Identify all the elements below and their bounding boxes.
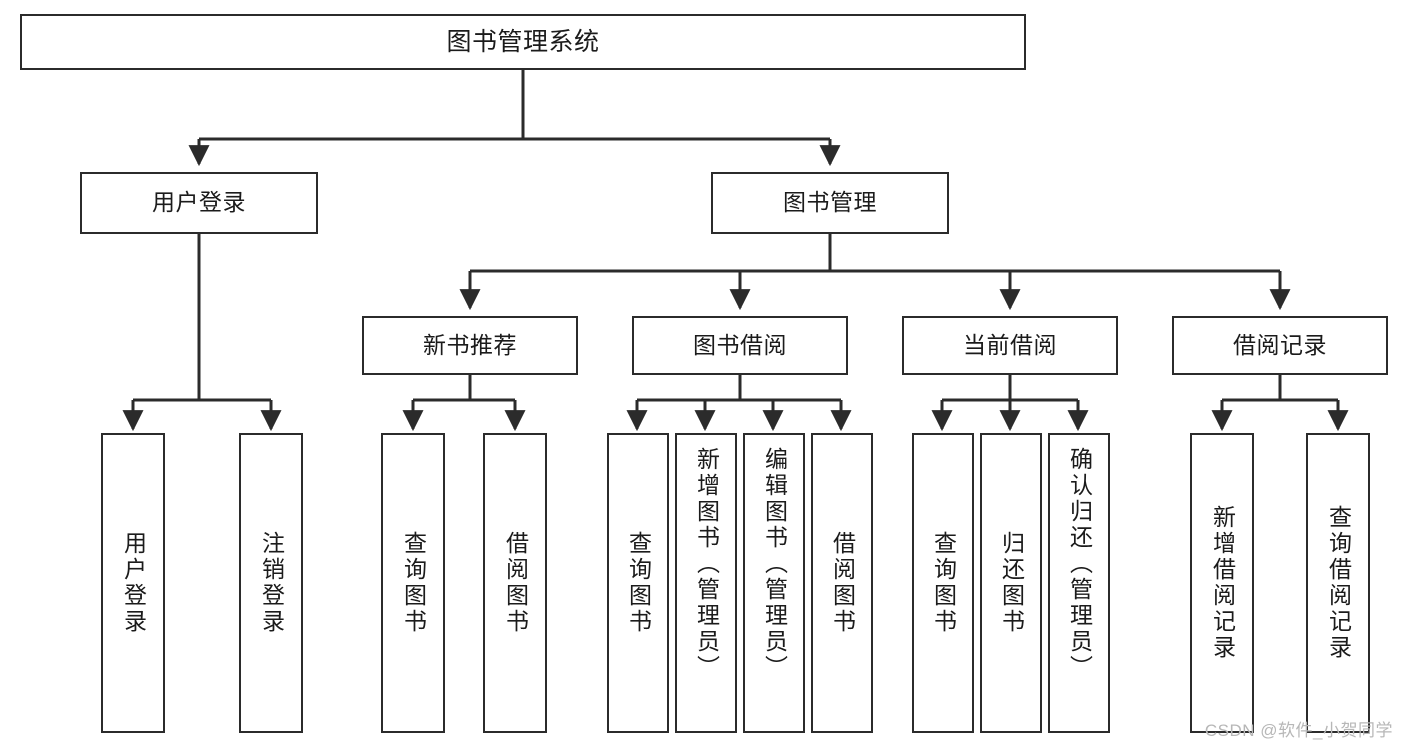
node-leaf-borrow-book-2[interactable]: 借阅图书 <box>811 433 873 733</box>
node-book-manage[interactable]: 图书管理 <box>711 172 949 234</box>
node-leaf-user-login-label: 用户登录 <box>120 531 147 635</box>
node-borrow-record[interactable]: 借阅记录 <box>1172 316 1388 375</box>
node-leaf-borrow-book-2-label: 借阅图书 <box>829 531 856 635</box>
node-book-borrow[interactable]: 图书借阅 <box>632 316 848 375</box>
node-new-book-rec[interactable]: 新书推荐 <box>362 316 578 375</box>
node-leaf-query-book-3[interactable]: 查询图书 <box>912 433 974 733</box>
node-root[interactable]: 图书管理系统 <box>20 14 1026 70</box>
node-leaf-user-login[interactable]: 用户登录 <box>101 433 165 733</box>
node-leaf-logout-login[interactable]: 注销登录 <box>239 433 303 733</box>
node-user-login[interactable]: 用户登录 <box>80 172 318 234</box>
node-leaf-query-book-3-label: 查询图书 <box>930 531 957 635</box>
node-leaf-confirm-return-label: 确认归还（管理员） <box>1066 447 1093 681</box>
node-leaf-add-book-label: 新增图书（管理员） <box>693 447 720 681</box>
node-borrow-record-label: 借阅记录 <box>1233 331 1327 358</box>
node-leaf-borrow-book-1-label: 借阅图书 <box>502 531 529 635</box>
node-current-borrow[interactable]: 当前借阅 <box>902 316 1118 375</box>
watermark: CSDN @软件_小贺同学 <box>1204 721 1393 740</box>
node-leaf-return-book-label: 归还图书 <box>998 531 1025 635</box>
node-leaf-query-record-label: 查询借阅记录 <box>1325 505 1352 661</box>
node-leaf-confirm-return[interactable]: 确认归还（管理员） <box>1048 433 1110 733</box>
node-current-borrow-label: 当前借阅 <box>963 331 1057 358</box>
node-root-label: 图书管理系统 <box>446 28 600 56</box>
node-leaf-edit-book[interactable]: 编辑图书（管理员） <box>743 433 805 733</box>
node-leaf-query-book-2-label: 查询图书 <box>625 531 652 635</box>
node-leaf-add-record[interactable]: 新增借阅记录 <box>1190 433 1254 733</box>
node-leaf-borrow-book-1[interactable]: 借阅图书 <box>483 433 547 733</box>
node-leaf-logout-login-label: 注销登录 <box>258 531 285 635</box>
node-leaf-edit-book-label: 编辑图书（管理员） <box>761 447 788 681</box>
node-leaf-query-book-2[interactable]: 查询图书 <box>607 433 669 733</box>
node-leaf-add-book[interactable]: 新增图书（管理员） <box>675 433 737 733</box>
node-book-borrow-label: 图书借阅 <box>693 331 787 358</box>
node-leaf-query-record[interactable]: 查询借阅记录 <box>1306 433 1370 733</box>
node-book-manage-label: 图书管理 <box>783 189 877 216</box>
node-user-login-label: 用户登录 <box>152 189 246 216</box>
node-leaf-add-record-label: 新增借阅记录 <box>1209 505 1236 661</box>
node-leaf-query-book-1-label: 查询图书 <box>400 531 427 635</box>
node-leaf-query-book-1[interactable]: 查询图书 <box>381 433 445 733</box>
node-leaf-return-book[interactable]: 归还图书 <box>980 433 1042 733</box>
node-new-book-rec-label: 新书推荐 <box>423 331 517 358</box>
